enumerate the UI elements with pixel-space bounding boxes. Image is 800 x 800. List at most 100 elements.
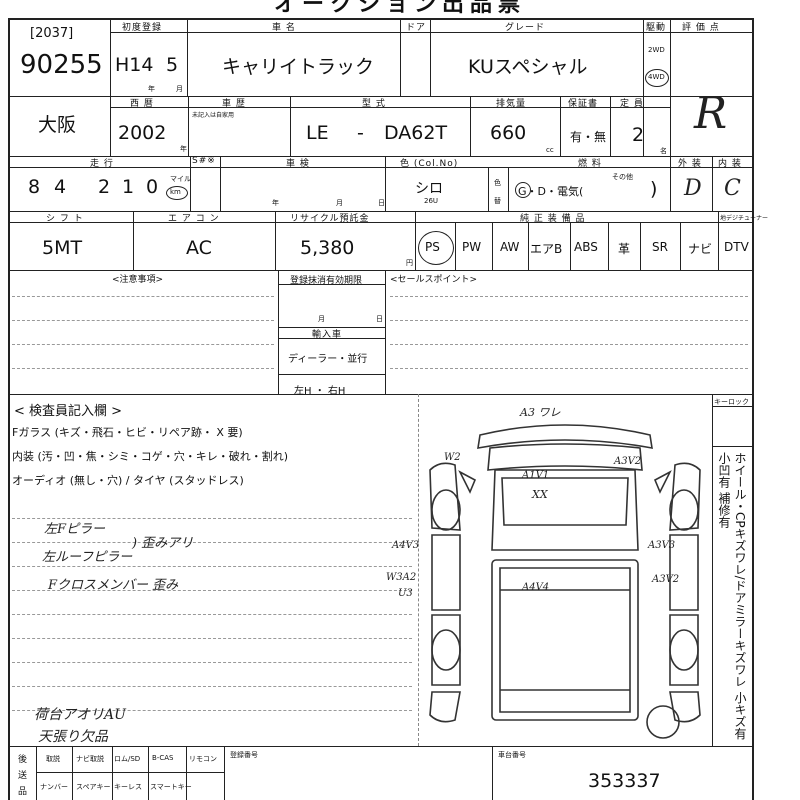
capacity-label: 定 員 (620, 99, 644, 109)
dash-line (12, 590, 412, 591)
div-line (275, 211, 276, 270)
div-line (110, 96, 111, 156)
color-change-1: 色 (494, 179, 501, 187)
model-year-unit: 年 (180, 145, 187, 153)
div-line (670, 156, 671, 211)
hand-note-4: 荷台アオリAU (34, 707, 126, 723)
reg-expiry-label: 登録抹消有効期限 (290, 276, 363, 286)
div-line (224, 746, 225, 800)
div-line (492, 222, 493, 270)
model-prefix: LE (306, 122, 329, 144)
dash-line (390, 320, 748, 321)
div-line (385, 270, 386, 394)
after-3: 品 (18, 787, 28, 797)
tuner-label: 地デジチューナー (720, 215, 769, 222)
fuel-g-circle (515, 182, 531, 198)
lot-number: 90255 (20, 50, 103, 80)
km-circle (166, 186, 188, 200)
footer-navi-manual: ナビ取説 (76, 755, 104, 763)
equip-dtv: DTV (724, 240, 749, 254)
dash-line (12, 518, 412, 519)
row3-label-line (8, 167, 752, 168)
mark-a4v3-left: A4V3 (392, 540, 420, 551)
inspection-year: 年 (272, 199, 279, 207)
displacement-unit: cc (546, 146, 554, 154)
hand-note-3: Fクロスメンバー 歪み (48, 578, 179, 593)
div-line (528, 222, 529, 270)
dash-line (390, 368, 748, 369)
first-reg-month: 5 (166, 54, 179, 76)
color: シロ (415, 181, 443, 197)
div-line (36, 746, 37, 800)
inspector-line-2: 内装 (汚・凹・焦・シミ・コゲ・穴・キレ・破れ・割れ) (12, 450, 289, 463)
reg-expiry-month: 月 (318, 315, 325, 323)
exterior-label: 外 装 (678, 159, 702, 169)
dealer: ディーラー・並行 (288, 354, 368, 365)
border-top (8, 18, 752, 20)
drive-4wd: 4WD (648, 73, 665, 81)
first-reg-label: 初度登録 (122, 23, 163, 33)
equip-abs: ABS (574, 240, 598, 254)
header-label-line (110, 32, 752, 33)
fuel-close: ) (650, 178, 658, 200)
div-line (385, 156, 386, 211)
mark-a3v2-top: A3V2 (614, 456, 642, 467)
div-line (610, 96, 611, 156)
dash-line (390, 296, 748, 297)
shift-label: シ フ ト (46, 214, 84, 224)
div-line (430, 18, 431, 96)
footer-torisetsu: 取説 (46, 755, 60, 763)
color-change-2: 替 (494, 197, 501, 205)
equip-navi: ナビ (688, 242, 713, 256)
drive-4wd-circle (645, 69, 669, 87)
div-line (186, 746, 187, 800)
spare-tire-circle (646, 705, 680, 739)
div-line (643, 18, 644, 156)
dash-line (12, 710, 412, 711)
div-line (415, 211, 416, 270)
mileage-digit-5: 0 (146, 176, 159, 198)
div-line (718, 211, 719, 270)
div-line (712, 406, 752, 407)
interior: C (724, 176, 741, 201)
km-label: km (170, 188, 181, 196)
div-line (640, 222, 641, 270)
inspection-day: 日 (378, 199, 385, 207)
div-line (570, 222, 571, 270)
chassis-number: 353337 (588, 770, 661, 792)
div-line (278, 327, 385, 328)
equip-ps: PS (425, 240, 440, 254)
capacity: 2 (632, 124, 645, 146)
footer-rom-sd: ロム/SD (114, 755, 141, 763)
history-note: 未記入は自家用 (192, 112, 235, 119)
code-label: [2037] (30, 26, 74, 41)
reg-expiry-day: 日 (376, 315, 383, 323)
hand-note-1: 左Fピラー (44, 522, 106, 537)
mileage-label: 走 行 (90, 159, 114, 169)
div-line (278, 270, 279, 394)
import-label: 輸入車 (312, 330, 343, 340)
year-label: 年 (148, 85, 155, 93)
equip-sr: SR (652, 240, 668, 254)
recycle: 5,380 (300, 237, 355, 259)
dash-line (12, 320, 274, 321)
mile-label: マイル (170, 175, 191, 183)
interior-label: 内 装 (718, 159, 742, 169)
ps-circle (418, 231, 454, 265)
div-line (188, 96, 189, 156)
footer-mid-line (36, 772, 224, 773)
dash-line (418, 394, 419, 746)
dash-line (12, 686, 412, 687)
side-note: ホイール・CPキズワレ/ドアミラーキズワレ 小キズ有 小凹有 補修有 (717, 452, 747, 740)
div-line (712, 156, 713, 211)
recycle-label: リサイクル預託金 (290, 214, 370, 224)
fuel-label: 燃 料 (578, 159, 602, 169)
ac: AC (186, 237, 212, 259)
exterior: D (684, 176, 702, 201)
inspection-label: 車 検 (286, 159, 310, 169)
warranty-value: 有・無 (570, 130, 607, 144)
div-line (400, 18, 401, 96)
color-code: 26U (424, 197, 439, 205)
mark-xx: XX (532, 488, 548, 501)
first-reg-era: H14 (115, 54, 154, 76)
